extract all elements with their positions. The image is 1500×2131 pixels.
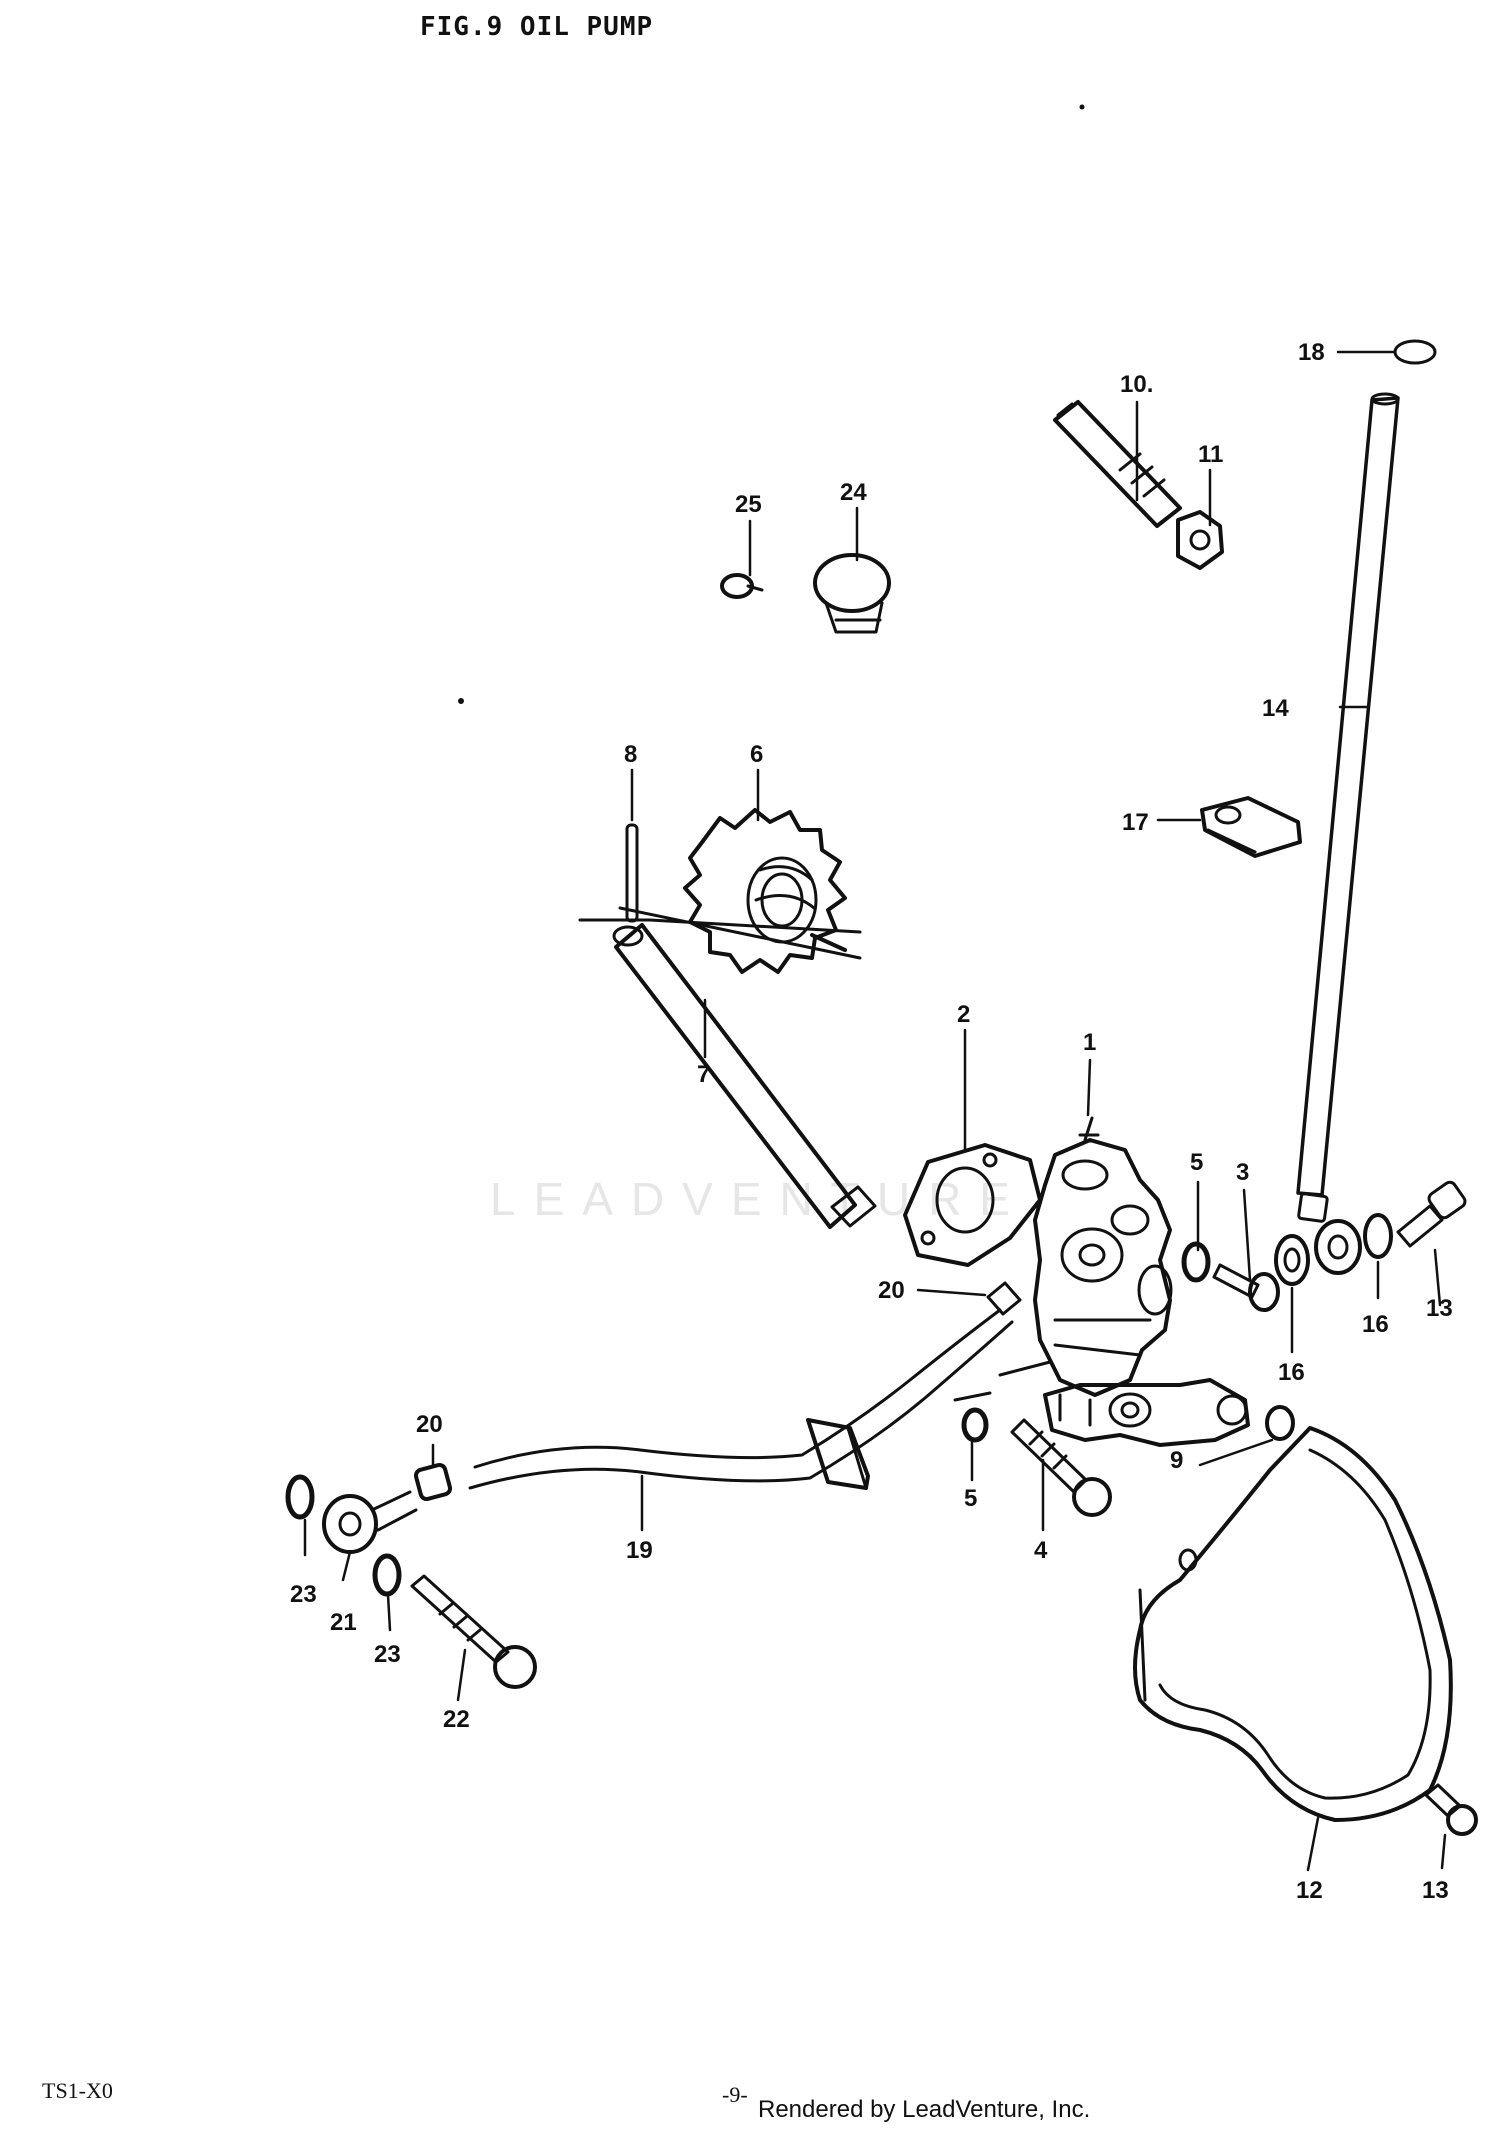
part-21-banjo: [322, 1490, 418, 1554]
callout-11: 11: [1198, 441, 1223, 468]
part-19-hose: [468, 1308, 1014, 1490]
callout-22: 22: [443, 1706, 470, 1733]
callout-8: 8: [624, 741, 637, 768]
part-5-washer-lower: [953, 1391, 992, 1443]
callout-6: 6: [750, 741, 763, 768]
part-14-oil-pipe: [1296, 392, 1400, 1223]
callout-23-a: 23: [290, 1581, 317, 1608]
part-11-nut: [1176, 510, 1224, 570]
callout-18: 18: [1298, 339, 1325, 366]
callout-21: 21: [330, 1609, 357, 1636]
callout-5-upper: 5: [1190, 1149, 1203, 1176]
part-22-bolt: [410, 1574, 537, 1689]
page-number: -9-: [722, 2082, 748, 2107]
figure-title: FIG.9 OIL PUMP: [420, 12, 654, 42]
part-16-washers: [1274, 1213, 1393, 1286]
part-17-clamp: [1200, 796, 1302, 858]
part-24-plug: [813, 553, 891, 634]
part-1-oil-pump: [1033, 1116, 1173, 1427]
part-23-washer-b: [372, 1553, 402, 1597]
render-credit: Rendered by LeadVenture, Inc.: [758, 2096, 1091, 2123]
specks: [458, 104, 1085, 704]
callout-20-upper: 20: [878, 1277, 905, 1304]
part-12-pump-cover: [1133, 1426, 1453, 1822]
part-4-bolt: [1010, 1418, 1112, 1517]
part-23-washer-a: [285, 1474, 315, 1520]
callout-16-b: 16: [1362, 1311, 1389, 1338]
callout-13-upper: 13: [1426, 1295, 1453, 1322]
pump-control-lever: [998, 1360, 1250, 1447]
callout-25: 25: [735, 491, 762, 518]
callout-labels: 18 10. 11 14 17 24 25 8 6 7 2 1 5 3 20 1…: [290, 339, 1453, 1904]
part-20-fitting-lower: [413, 1462, 453, 1502]
part-9-cap: [1265, 1405, 1295, 1441]
callout-2: 2: [957, 1001, 970, 1028]
leader-lines: [303, 350, 1447, 1872]
part-15-bolt-lower: [1424, 1783, 1478, 1836]
callout-12: 12: [1296, 1877, 1323, 1904]
callout-20-lower: 20: [416, 1411, 443, 1438]
watermark-text: LEADVENTURE: [490, 1173, 1028, 1225]
part-8-pin: [625, 823, 639, 923]
part-3-screw: [1212, 1263, 1280, 1312]
callout-16-a: 16: [1278, 1359, 1305, 1386]
callout-19: 19: [626, 1537, 653, 1564]
part-15-bolt-upper: [1396, 1180, 1467, 1248]
callout-24: 24: [840, 479, 867, 506]
part-2-gasket: [903, 1143, 1042, 1267]
callout-1: 1: [1083, 1029, 1096, 1056]
callout-3: 3: [1236, 1159, 1249, 1186]
model-code: TS1-X0: [42, 2078, 113, 2103]
callout-7: 7: [697, 1061, 710, 1088]
callout-17: 17: [1122, 809, 1149, 836]
part-6-gear: [683, 808, 847, 974]
callout-23-b: 23: [374, 1641, 401, 1668]
callout-9: 9: [1170, 1447, 1183, 1474]
part-7-shaft: [578, 906, 877, 1229]
callout-5-lower: 5: [964, 1485, 977, 1512]
callout-4: 4: [1034, 1537, 1048, 1564]
callout-14: 14: [1262, 695, 1289, 722]
callout-10: 10.: [1120, 371, 1153, 398]
callout-13-lower: 13: [1422, 1877, 1449, 1904]
part-20-fitting-upper: [986, 1281, 1022, 1316]
part-5-washer-upper: [1181, 1241, 1211, 1283]
part-10-bolt: [1053, 400, 1182, 528]
part-25-screw: [720, 573, 764, 599]
part-18-clip: [1393, 339, 1437, 365]
